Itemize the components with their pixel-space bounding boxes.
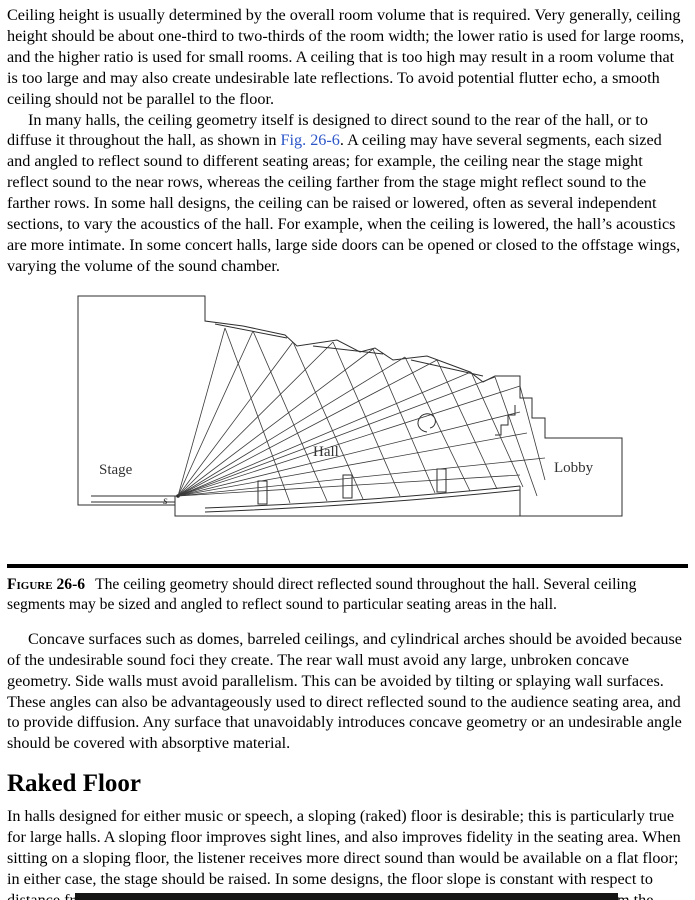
section-heading-raked-floor: Raked Floor	[7, 770, 142, 798]
paragraph-text-after-link: . A ceiling may have several segments, e…	[7, 131, 681, 275]
paragraph-ceiling-geometry: In many halls, the ceiling geometry itse…	[7, 110, 688, 277]
source-label: s	[163, 493, 168, 507]
hall-cross-section-diagram: Stage Hall Lobby s	[77, 295, 623, 517]
figure-caption-text: The ceiling geometry should direct refle…	[7, 575, 637, 613]
raked-floor	[204, 468, 521, 516]
paragraph-concave-surfaces: Concave surfaces such as domes, barreled…	[7, 629, 682, 753]
paragraph-text-before-link: In many halls, the ceiling geometry itse…	[7, 110, 648, 150]
figure-caption-label: Figure 26-6	[7, 575, 86, 593]
paragraph-raked-floor: In halls designed for either music or sp…	[7, 807, 681, 900]
sound-rays	[177, 327, 546, 503]
hall-label: Hall	[313, 444, 339, 460]
next-figure-partial-edge	[75, 893, 618, 900]
paragraph-ceiling-height: Ceiling height is usually determined by …	[7, 6, 685, 108]
lobby-label: Lobby	[554, 460, 594, 476]
stage-platform	[91, 495, 178, 516]
stage-label: Stage	[99, 462, 133, 478]
figure-26-6: Stage Hall Lobby s	[75, 290, 627, 556]
caption-rule	[7, 563, 688, 568]
figure-26-6-link[interactable]: Fig. 26-6	[280, 131, 340, 150]
hall-outline	[77, 295, 623, 517]
